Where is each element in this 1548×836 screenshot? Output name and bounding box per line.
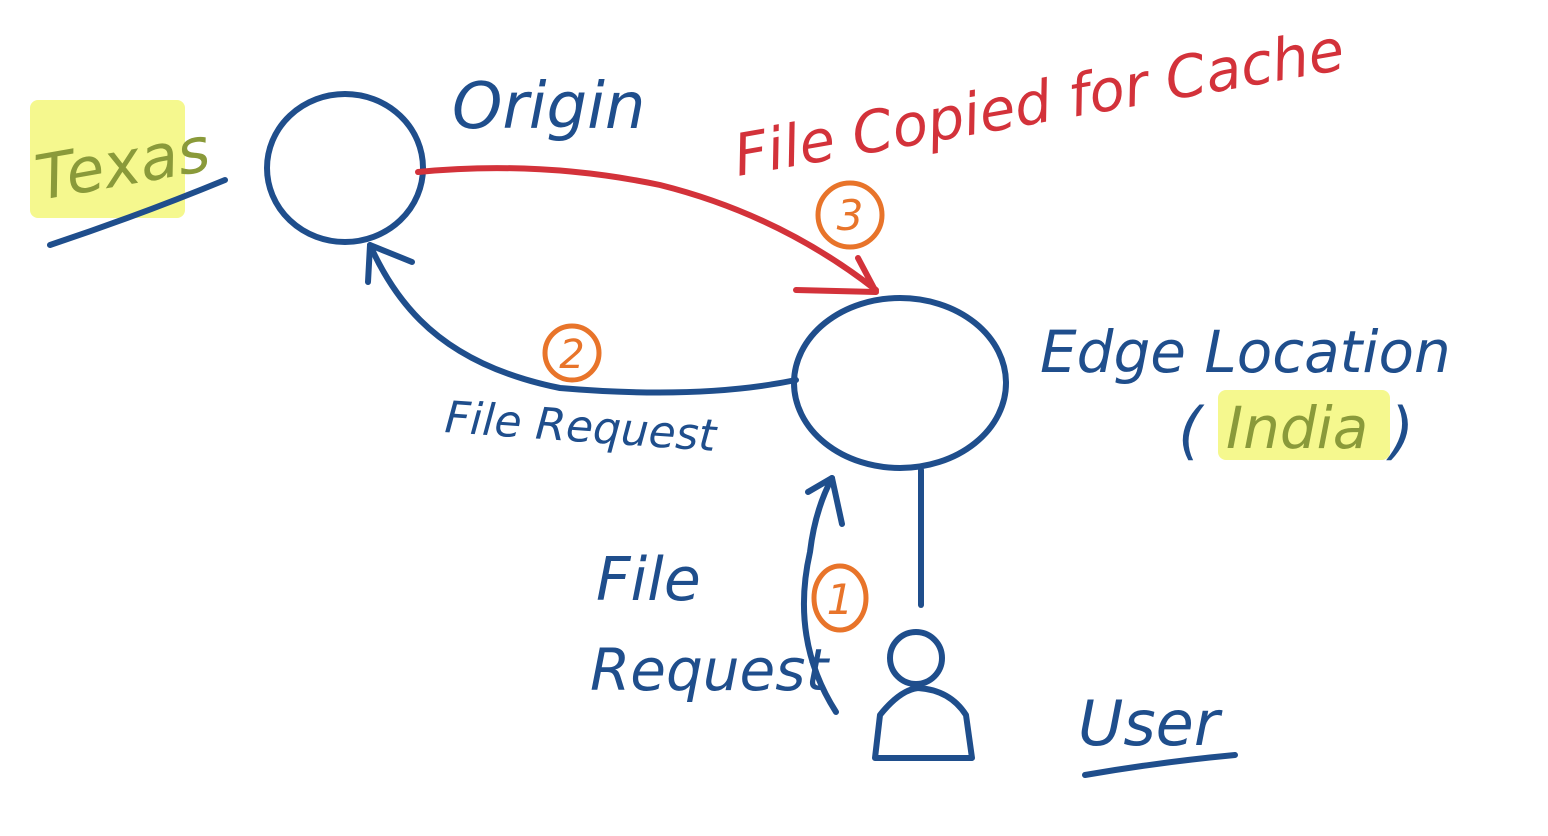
origin-node xyxy=(264,91,426,245)
edge-label: Edge Location xyxy=(1040,318,1451,386)
step1-arrow xyxy=(800,475,845,715)
edge-node xyxy=(791,295,1009,471)
user-icon xyxy=(872,629,975,761)
file-request-2-label: File Request xyxy=(443,392,719,462)
step2-arrow xyxy=(365,242,799,396)
step1-badge: 1 xyxy=(811,563,869,633)
texas-highlight xyxy=(30,100,185,218)
step1-number: 1 xyxy=(827,575,854,624)
user-label: User xyxy=(1078,687,1223,760)
india-highlight xyxy=(1218,390,1390,460)
file-copied-label: File Copied for Cache xyxy=(729,15,1350,189)
texas-underline xyxy=(47,177,228,248)
edge-paren-close: ) xyxy=(1386,394,1414,467)
origin-label: Origin xyxy=(452,70,645,144)
step3-badge: 3 xyxy=(815,180,885,250)
step3-arrow xyxy=(415,165,879,295)
step2-number: 2 xyxy=(559,332,584,378)
step3-number: 3 xyxy=(837,191,864,240)
user-underline xyxy=(1082,752,1238,778)
step2-badge: 2 xyxy=(542,323,602,383)
file-request-1-line1: File xyxy=(596,545,701,615)
edge-location-label: India xyxy=(1226,394,1368,462)
file-request-1-line2: Request xyxy=(590,636,830,704)
edge-paren-open: ( xyxy=(1178,394,1205,467)
